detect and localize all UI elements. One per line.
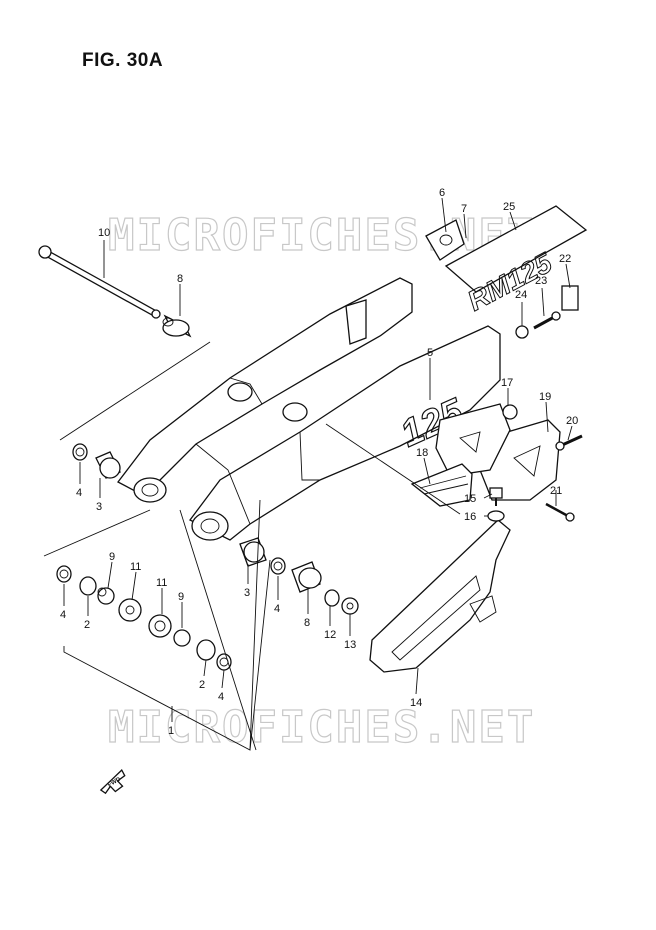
washer-16 [487,510,505,522]
callout-10: 10 [98,227,110,239]
callout-1: 1 [168,725,174,737]
swingarm-pivot-axle [38,245,161,319]
callout-17: 17 [501,377,513,389]
callout-4-bottom: 4 [218,691,224,703]
callout-13: 13 [344,639,356,651]
callout-4-left: 4 [60,609,66,621]
callout-14: 14 [410,697,422,709]
callout-23: 23 [535,275,547,287]
bolt-23 [533,311,561,330]
assembly-bracket-lines [43,341,461,751]
callout-20: 20 [566,415,578,427]
callout-3: 3 [96,501,102,513]
leader-lines [63,197,573,722]
callout-21: 21 [550,485,562,497]
callout-16: 16 [464,511,476,523]
pivot-collar-top [162,314,192,338]
bracket [561,285,579,311]
callout-labels: 10 8 6 7 25 22 23 24 5 17 19 20 18 15 16… [60,187,578,737]
callout-25: 25 [503,201,515,213]
washer-11b [148,614,172,638]
callout-19: 19 [539,391,551,403]
chain-guide-pad [410,463,473,507]
callout-2: 2 [84,619,90,631]
chain-buffer [369,519,511,673]
washer-12 [324,589,340,607]
chain-guide [435,403,561,501]
callout-8-second: 8 [304,617,310,629]
callout-8: 8 [177,273,183,285]
bush-9b [173,629,191,647]
callout-22: 22 [559,253,571,265]
dust-seal-4b [56,565,72,583]
bearing-left [95,451,121,479]
watermark-bottom: MICROFICHES.NET [108,702,535,753]
callout-4: 4 [76,487,82,499]
callout-9-second: 9 [178,591,184,603]
spacer-2b [196,639,216,661]
dust-seal-left [72,443,88,461]
plate-cover [425,219,465,261]
callout-4-mid: 4 [274,603,280,615]
callout-9: 9 [109,551,115,563]
callout-11: 11 [130,561,141,573]
watermark-top: MICROFICHES.NET [108,210,535,261]
spacer-17 [502,404,518,420]
dust-seal-4c [270,557,286,575]
collar-8b [291,561,322,593]
callout-2-second: 2 [199,679,205,691]
bolt-15 [489,487,503,506]
bolt-20 [555,434,583,451]
callout-6: 6 [439,187,445,199]
callout-7: 7 [461,203,467,215]
bush-9a [97,587,115,605]
callout-3-second: 3 [244,587,250,599]
washer-11a [118,598,142,622]
figure-title: FIG. 30A [82,50,164,71]
swingarm: 125 [117,277,501,541]
nut-13 [341,597,359,615]
bearing-right [239,537,267,567]
spacer-2a [79,576,97,596]
bolt-21 [545,502,575,522]
dust-seal-4d [216,653,232,671]
callout-15: 15 [464,493,476,505]
forward-arrow-icon: FWD [99,769,126,795]
callout-11-second: 11 [156,577,167,589]
callout-18: 18 [416,447,428,459]
nut-24 [515,325,529,339]
callout-5: 5 [427,347,433,359]
callout-12: 12 [324,629,336,641]
callout-24: 24 [515,289,527,301]
